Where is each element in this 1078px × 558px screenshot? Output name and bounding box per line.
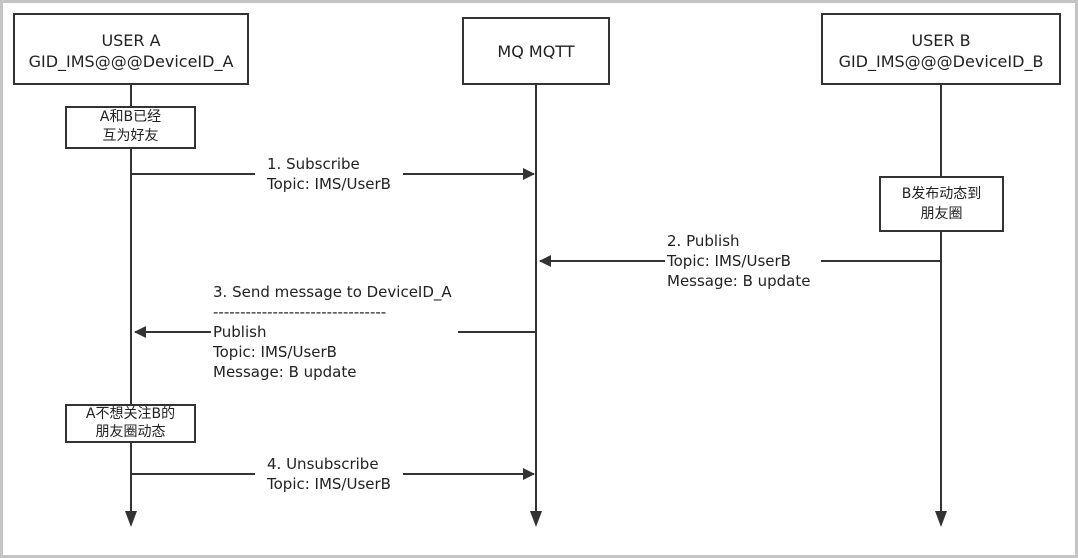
message-publish-line1: 2. Publish <box>667 232 740 250</box>
participant-user-a-name: USER A <box>101 31 161 50</box>
note-b-post-line2: 朋友圈 <box>920 206 963 222</box>
note-friends-label: A和B已经 互为好友 <box>66 108 195 146</box>
message-unsubscribe-label: 4. Unsubscribe Topic: IMS/UserB <box>267 454 391 494</box>
message-subscribe-label: 1. Subscribe Topic: IMS/UserB <box>267 154 391 194</box>
lifeline-user-a-end-arrow <box>125 511 137 527</box>
participant-user-a-box <box>13 13 249 85</box>
message-unsubscribe-line2: Topic: IMS/UserB <box>267 475 391 493</box>
note-b-post-box <box>879 176 1004 232</box>
message-send-divider: -------------------------------- <box>213 303 387 321</box>
note-b-post-label: B发布动态到 朋友圈 <box>880 184 1003 224</box>
participant-user-a-label: USER A GID_IMS@@@DeviceID_A <box>14 30 248 72</box>
participant-user-b-name: USER B <box>911 31 971 50</box>
note-friends-line1: A和B已经 <box>99 109 162 125</box>
message-subscribe-line1: 1. Subscribe <box>267 155 360 173</box>
note-unfollow-label: A不想关注B的 朋友圈动态 <box>66 405 195 441</box>
note-friends-box <box>65 106 196 149</box>
note-b-post-line1: B发布动态到 <box>901 186 982 202</box>
lifeline-mq-mqtt-end-arrow <box>530 511 542 527</box>
note-unfollow-line1: A不想关注B的 <box>85 406 176 422</box>
message-unsubscribe-line1: 4. Unsubscribe <box>267 455 379 473</box>
note-unfollow-box <box>65 404 196 443</box>
message-publish-label: 2. Publish Topic: IMS/UserB Message: B u… <box>667 231 810 291</box>
lifeline-user-b-end-arrow <box>935 511 947 527</box>
message-send-line4: Topic: IMS/UserB <box>213 343 337 361</box>
diagram-canvas <box>13 13 1061 527</box>
participant-user-b-id: GID_IMS@@@DeviceID_B <box>838 52 1044 71</box>
message-publish-line3: Message: B update <box>667 272 811 290</box>
message-send-line3: Publish <box>213 323 267 341</box>
message-send-line5: Message: B update <box>213 363 357 381</box>
participant-user-b-label: USER B GID_IMS@@@DeviceID_B <box>822 30 1060 72</box>
note-unfollow-line2: 朋友圈动态 <box>95 424 166 440</box>
message-send-label: 3. Send message to DeviceID_A ----------… <box>213 282 452 382</box>
participant-user-a-id: GID_IMS@@@DeviceID_A <box>28 52 234 71</box>
participant-mq-mqtt-label: MQ MQTT <box>463 41 609 62</box>
participant-mq-mqtt-box <box>462 17 610 85</box>
message-publish-line2: Topic: IMS/UserB <box>667 252 791 270</box>
participant-mq-mqtt-name: MQ MQTT <box>497 42 575 61</box>
message-subscribe-line2: Topic: IMS/UserB <box>267 175 391 193</box>
participant-user-b-box <box>821 13 1061 85</box>
message-send-line1: 3. Send message to DeviceID_A <box>213 283 452 301</box>
note-friends-line2: 互为好友 <box>102 128 159 144</box>
